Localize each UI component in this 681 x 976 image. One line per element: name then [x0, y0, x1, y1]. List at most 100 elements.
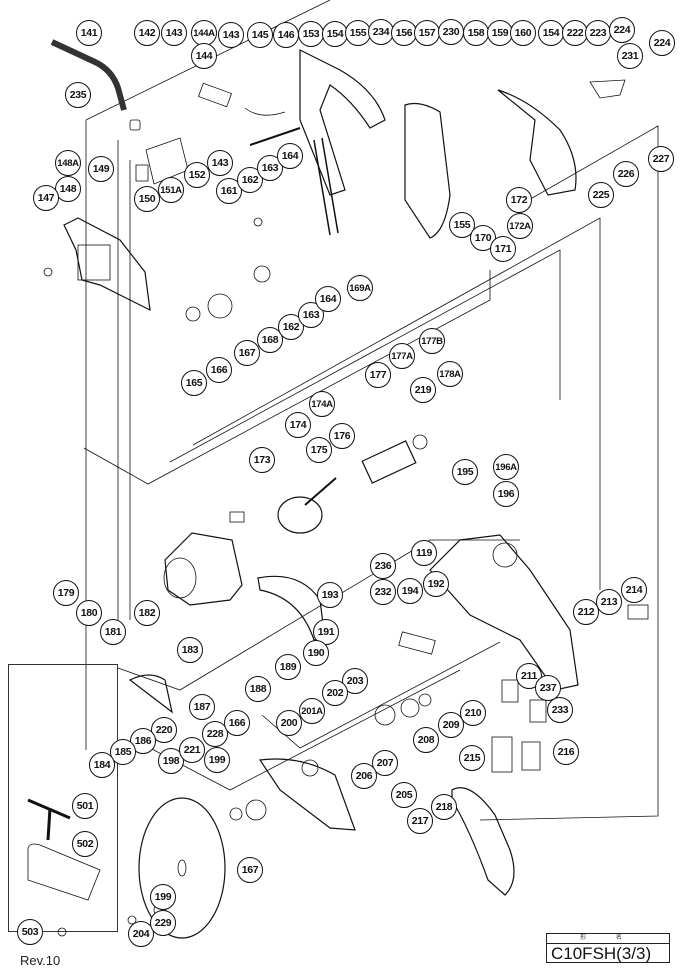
part-503 — [57, 927, 67, 937]
part-153-handle — [299, 49, 386, 196]
part-175-bolt — [304, 477, 337, 506]
part-callout-143: 143 — [207, 150, 233, 176]
power-cord-handle — [50, 39, 127, 111]
part-237 — [501, 679, 519, 703]
part-callout-169a: 169A — [347, 275, 373, 301]
part-callout-183: 183 — [177, 637, 203, 663]
part-callout-224: 224 — [649, 30, 675, 56]
part-callout-178a: 178A — [437, 361, 463, 387]
part-198-blade — [138, 797, 226, 939]
part-callout-194: 194 — [397, 578, 423, 604]
part-callout-213: 213 — [596, 589, 622, 615]
part-callout-204: 204 — [128, 921, 154, 947]
part-callout-182: 182 — [134, 600, 160, 626]
part-callout-173: 173 — [249, 447, 275, 473]
leader-frame — [169, 249, 561, 463]
part-callout-201a: 201A — [299, 698, 325, 724]
part-callout-160: 160 — [510, 20, 536, 46]
part-200-hub — [301, 759, 319, 777]
part-callout-155: 155 — [345, 20, 371, 46]
part-callout-230: 230 — [438, 19, 464, 45]
part-callout-168: 168 — [257, 327, 283, 353]
part-callout-152: 152 — [184, 162, 210, 188]
part-callout-231: 231 — [617, 43, 643, 69]
part-callout-207: 207 — [372, 750, 398, 776]
part-callout-177b: 177B — [419, 328, 445, 354]
part-callout-171: 171 — [490, 236, 516, 262]
part-216 — [521, 741, 541, 771]
part-callout-188: 188 — [245, 676, 271, 702]
part-callout-142: 142 — [134, 20, 160, 46]
part-brush-holder — [229, 511, 245, 523]
part-callout-164: 164 — [277, 143, 303, 169]
part-callout-167: 167 — [234, 340, 260, 366]
part-callout-158: 158 — [463, 20, 489, 46]
part-222 — [589, 79, 626, 99]
part-501-wrench — [27, 798, 71, 841]
leader-frame — [117, 539, 520, 691]
part-214 — [627, 604, 649, 620]
part-callout-143: 143 — [161, 20, 187, 46]
part-callout-172a: 172A — [507, 213, 533, 239]
part-callout-199: 199 — [150, 884, 176, 910]
part-callout-234: 234 — [368, 19, 394, 45]
part-196-gearcase — [429, 534, 579, 691]
part-callout-212: 212 — [573, 599, 599, 625]
part-144 — [197, 82, 233, 108]
part-callout-503: 503 — [17, 919, 43, 945]
part-callout-179: 179 — [53, 580, 79, 606]
part-145-wire — [244, 107, 286, 116]
part-callout-220: 220 — [151, 717, 177, 743]
part-callout-200: 200 — [276, 710, 302, 736]
part-callout-215: 215 — [459, 745, 485, 771]
part-callout-144: 144 — [191, 43, 217, 69]
part-callout-206: 206 — [351, 763, 377, 789]
part-callout-228: 228 — [202, 721, 228, 747]
part-callout-218: 218 — [431, 794, 457, 820]
part-callout-196a: 196A — [493, 454, 519, 480]
part-166-washer — [207, 293, 233, 319]
part-callout-119: 119 — [411, 540, 437, 566]
part-callout-176: 176 — [329, 423, 355, 449]
part-196-hub — [492, 542, 518, 568]
part-callout-148: 148 — [55, 176, 81, 202]
part-callout-150: 150 — [134, 186, 160, 212]
part-219-bearing — [412, 434, 428, 450]
part-callout-144a: 144A — [191, 20, 217, 46]
part-callout-149: 149 — [88, 156, 114, 182]
part-callout-184: 184 — [89, 752, 115, 778]
part-callout-221: 221 — [179, 737, 205, 763]
part-callout-219: 219 — [410, 377, 436, 403]
part-callout-156: 156 — [391, 20, 417, 46]
part-160-cover — [497, 89, 577, 196]
part-callout-154: 154 — [538, 20, 564, 46]
part-218-grip — [451, 787, 515, 896]
part-callout-236: 236 — [370, 553, 396, 579]
part-207-gear — [374, 704, 396, 726]
part-callout-146: 146 — [273, 22, 299, 48]
part-callout-166: 166 — [206, 357, 232, 383]
part-147 — [43, 267, 53, 277]
part-187 — [128, 674, 173, 714]
part-callout-223: 223 — [585, 20, 611, 46]
part-callout-229: 229 — [150, 910, 176, 936]
part-callout-196: 196 — [493, 481, 519, 507]
part-callout-153: 153 — [298, 21, 324, 47]
part-callout-224: 224 — [609, 17, 635, 43]
part-198-arbor — [177, 859, 187, 877]
part-callout-501: 501 — [72, 793, 98, 819]
part-callout-145: 145 — [247, 22, 273, 48]
part-208 — [418, 693, 432, 707]
part-183-housing — [164, 532, 243, 606]
part-callout-199: 199 — [204, 747, 230, 773]
part-callout-209: 209 — [438, 712, 464, 738]
part-205-gear — [400, 698, 420, 718]
part-callout-225: 225 — [588, 182, 614, 208]
part-callout-195: 195 — [452, 459, 478, 485]
part-callout-205: 205 — [391, 782, 417, 808]
part-200-guard — [258, 758, 356, 831]
part-177-armature — [361, 440, 417, 484]
part-callout-235: 235 — [65, 82, 91, 108]
part-callout-165: 165 — [181, 370, 207, 396]
part-174-stator — [277, 496, 323, 534]
